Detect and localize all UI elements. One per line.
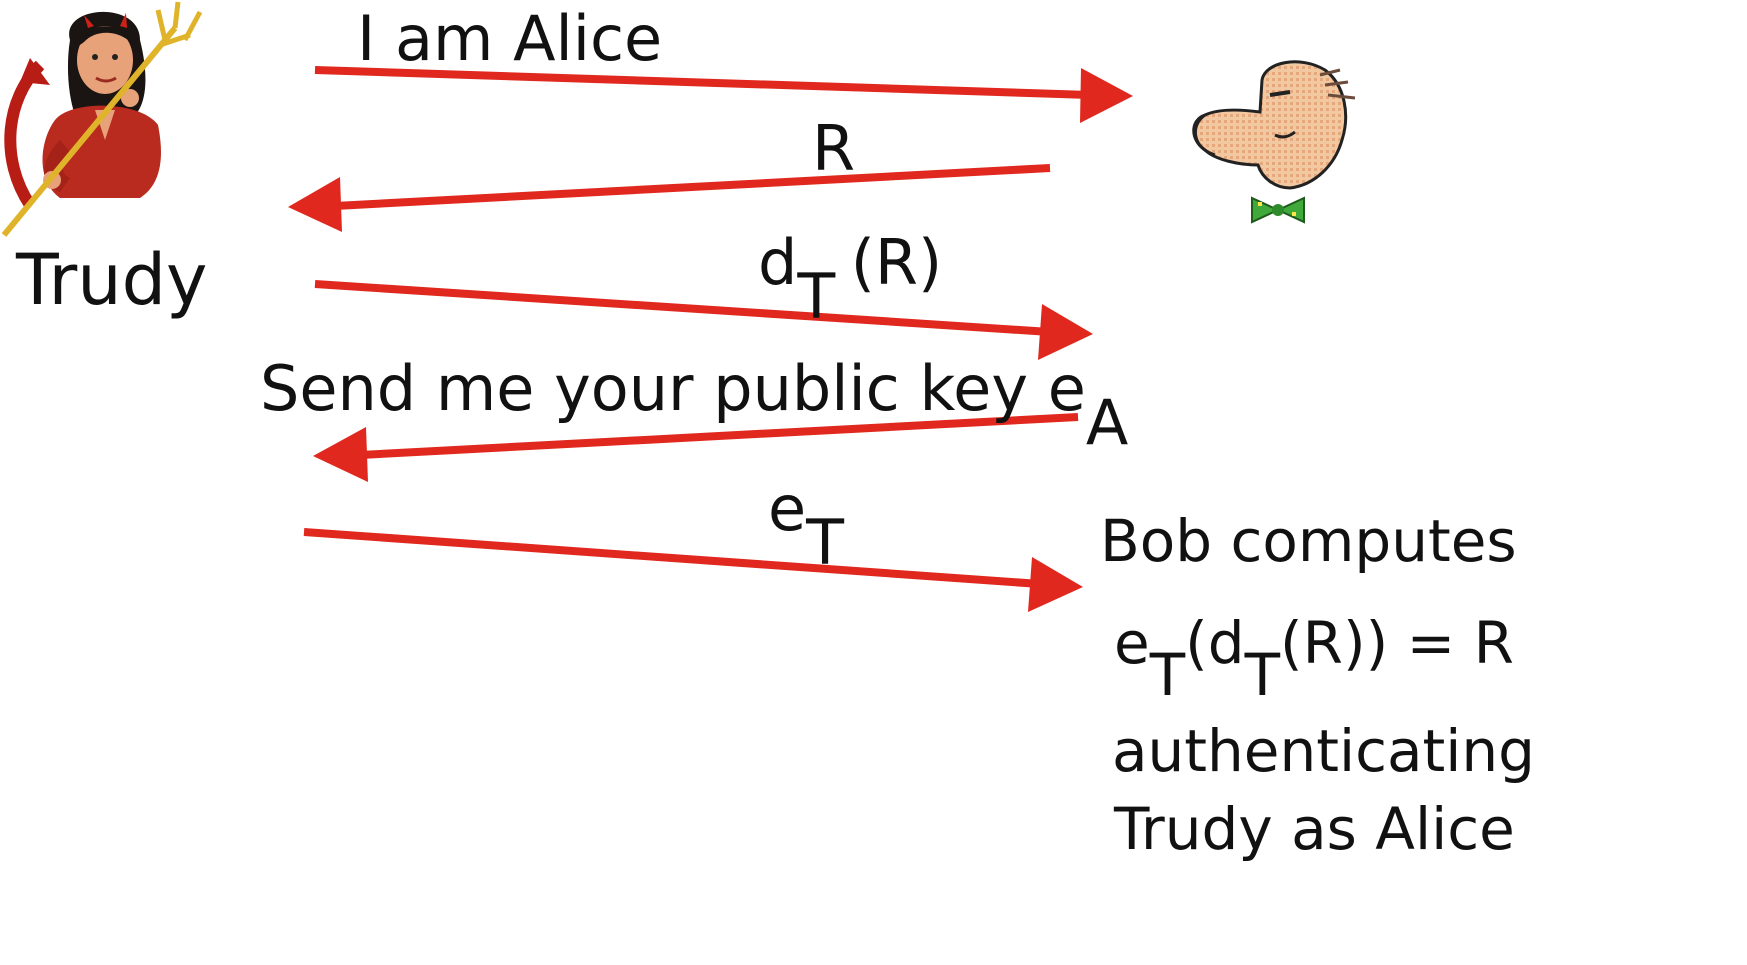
conclusion-d-sub: T — [1244, 640, 1281, 709]
message-5-label: eT — [768, 478, 844, 574]
conclusion-e: e — [1114, 609, 1150, 677]
conclusion-line-1: Bob computes — [1100, 507, 1517, 575]
message-4-sub: A — [1085, 386, 1129, 460]
message-3-label: dT(R) — [758, 232, 942, 328]
message-2-label: R — [812, 112, 856, 185]
conclusion-mid: (d — [1185, 609, 1245, 677]
conclusion-line-4: Trudy as Alice — [1114, 795, 1515, 863]
bob-face-icon — [1192, 60, 1356, 224]
message-3-rest: (R) — [850, 226, 943, 299]
message-3-main: d — [758, 226, 798, 299]
arrow-4-send-public-key — [313, 413, 1079, 482]
devil-trudy-icon — [1, 1, 203, 237]
trudy-label: Trudy — [16, 239, 208, 321]
message-3-sub: T — [797, 260, 836, 334]
arrow-3-dt-r — [314, 280, 1093, 360]
arrow-5-et — [303, 528, 1083, 612]
message-5-sub: T — [806, 506, 845, 580]
message-5-main: e — [768, 472, 807, 545]
conclusion-line-3: authenticating — [1112, 717, 1535, 785]
conclusion-tail: (R)) = R — [1280, 609, 1514, 677]
message-4-label: Send me your public key eA — [260, 358, 1128, 454]
message-4-main: Send me your public key e — [260, 352, 1086, 425]
message-arrows — [288, 66, 1133, 612]
message-1-label: I am Alice — [357, 2, 663, 75]
arrow-2-r — [288, 164, 1051, 232]
arrow-1-i-am-alice — [314, 66, 1133, 123]
conclusion-e-sub: T — [1149, 640, 1186, 709]
conclusion-line-2: eT(dT(R)) = R — [1114, 614, 1514, 704]
